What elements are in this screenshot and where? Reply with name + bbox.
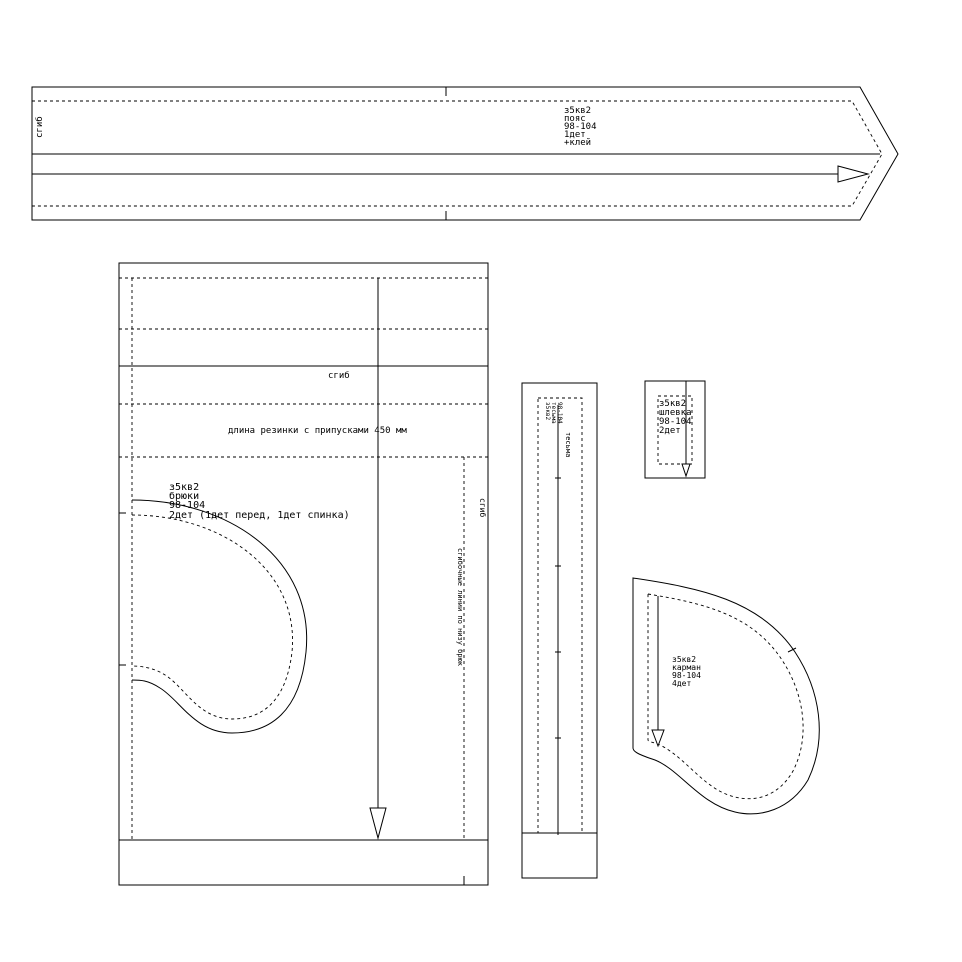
pocket-grain-arrowhead [651, 729, 665, 748]
pants-fold-label: сгиб [328, 370, 350, 381]
pocket-label-line: 4дет [672, 679, 691, 688]
strip-label-line: тесьма [550, 402, 557, 424]
pants-label: з5кв2 брюки 98-104 2дет (1дет перед, 1де… [169, 482, 350, 521]
belt-loop-piece: з5кв2 шлевка 98-104 2дет [644, 380, 706, 479]
belt-loop-label-line: з5кв2 [659, 399, 686, 409]
waistband-piece: сгиб з5кв2 пояс 98-104 1дет +клей [31, 86, 899, 221]
pants-piece: сгиб длина резинки с припусками 450 мм з… [118, 262, 489, 886]
belt-loop-label: з5кв2 шлевка 98-104 2дет [659, 399, 692, 436]
pants-crotch-seam [131, 514, 293, 720]
strip-side-label: тесьма [564, 432, 572, 457]
pants-label-line: з5кв2 [169, 482, 199, 493]
pocket-label-line: 98-104 [672, 671, 701, 680]
pocket-label-line: карман [672, 663, 701, 672]
pants-side-label: сгиб [478, 498, 488, 517]
strip-label-line: з5кв2 [544, 402, 551, 420]
pocket-label-line: з5кв2 [672, 655, 696, 664]
pocket-label: з5кв2 карман 98-104 4дет [672, 655, 701, 688]
belt-loop-label-line: 98-104 [659, 417, 692, 427]
strip-piece: з5кв2 тесьма 98-104 тесьма [521, 382, 598, 879]
pants-elastic-note: длина резинки с припусками 450 мм [228, 426, 407, 436]
strip-outline [521, 382, 598, 879]
strip-seam-allowance [537, 397, 583, 834]
pants-label-line: 2дет (1дет перед, 1дет спинка) [169, 510, 350, 521]
pants-label-line: 98-104 [169, 500, 205, 511]
waistband-seam-allowance [32, 100, 883, 207]
pocket-piece: з5кв2 карман 98-104 4дет [632, 577, 820, 815]
waistband-label: з5кв2 пояс 98-104 1дет +клей [564, 106, 597, 148]
pants-label-line: брюки [169, 490, 199, 502]
belt-loop-seam-allowance [657, 395, 693, 465]
pants-vertical-note: сгибочные линии по низу брюк [456, 548, 464, 667]
pants-grain-arrowhead [369, 807, 387, 840]
strip-label-line: 98-104 [556, 402, 563, 424]
waistband-label-line: 98-104 [564, 122, 597, 132]
belt-loop-grain-arrowhead [681, 463, 691, 478]
waistband-label-line: пояс [564, 114, 586, 124]
strip-label: з5кв2 тесьма 98-104 [544, 402, 563, 424]
belt-loop-outline [644, 380, 706, 479]
pocket-notch [787, 647, 797, 653]
waistband-label-line: 1дет [564, 130, 586, 140]
waistband-label-line: +клей [564, 138, 591, 148]
waistband-outline [31, 86, 899, 221]
waistband-label-line: з5кв2 [564, 106, 591, 116]
belt-loop-label-line: шлевка [659, 408, 692, 418]
belt-loop-label-line: 2дет [659, 426, 681, 436]
waistband-fold-label: сгиб [34, 116, 45, 138]
pants-crotch-curve [131, 499, 308, 734]
pocket-outline [632, 577, 820, 815]
pants-outline [118, 262, 489, 886]
waistband-grain-arrowhead [837, 165, 870, 183]
pocket-seam-allowance [647, 593, 804, 800]
